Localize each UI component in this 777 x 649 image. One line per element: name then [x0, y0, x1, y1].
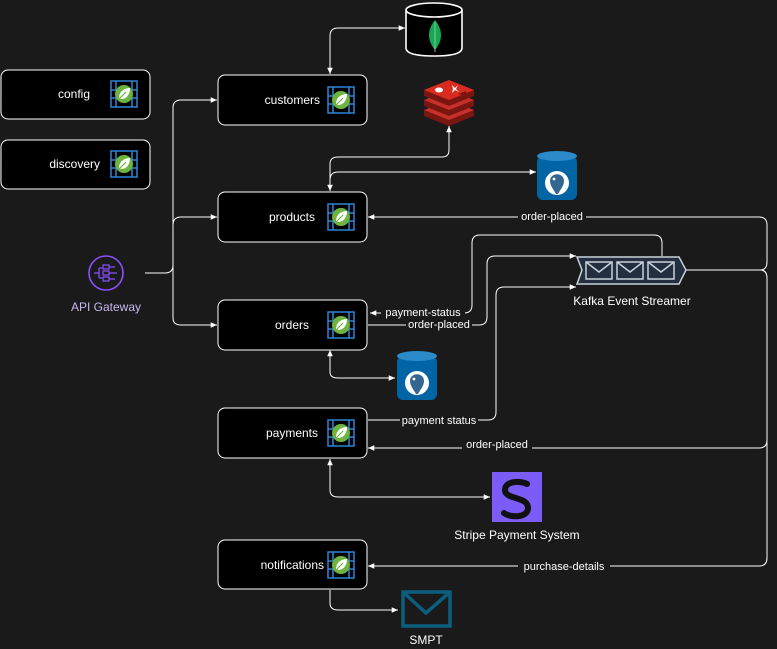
mail-icon — [401, 590, 452, 628]
edge-customers-mongodb — [327, 25, 405, 74]
edge-kafka-notifications — [368, 440, 768, 569]
api-gateway-label: API Gateway — [71, 300, 141, 314]
edge-label-order-placed-products: order-placed — [521, 211, 583, 223]
service-notifications[interactable]: notifications — [217, 539, 368, 590]
api-gateway-icon — [88, 255, 124, 291]
redis-icon — [424, 80, 474, 126]
stripe-label: Stripe Payment System — [454, 528, 579, 542]
edge-products-postgres — [329, 169, 536, 181]
edge-kafka-payments — [368, 269, 768, 451]
edge-label-payment-status-orders: payment-status — [385, 307, 461, 319]
kafka-label: Kafka Event Streamer — [573, 294, 690, 308]
service-customers[interactable]: customers — [217, 74, 368, 126]
service-orders[interactable]: orders — [217, 299, 368, 351]
service-customers-label: customers — [265, 93, 320, 107]
service-notifications-label: notifications — [261, 558, 324, 572]
edge-label-order-placed-payments: order-placed — [466, 439, 528, 451]
edge-payments-stripe — [327, 459, 490, 500]
mongodb-icon — [405, 2, 463, 57]
edge-orders-postgres — [327, 350, 395, 381]
postgresql-icon — [397, 351, 437, 400]
edge-kafka-orders — [370, 234, 663, 316]
kafka-event-streamer[interactable]: Kafka Event Streamer — [573, 256, 691, 308]
edge-gateway-customers — [145, 97, 217, 274]
service-discovery[interactable]: discovery — [0, 139, 151, 190]
service-products[interactable]: products — [217, 191, 368, 243]
service-payments-label: payments — [266, 426, 318, 440]
edge-notifications-smtp — [329, 590, 398, 613]
service-orders-label: orders — [275, 318, 309, 332]
edge-orders-kafka — [368, 253, 576, 326]
mongodb-database[interactable] — [405, 2, 463, 57]
stripe-icon — [492, 472, 542, 522]
products-postgres-database[interactable] — [537, 151, 577, 200]
service-payments[interactable]: payments — [217, 407, 368, 459]
orders-postgres-database[interactable] — [397, 351, 437, 400]
api-gateway[interactable]: API Gateway — [71, 255, 141, 314]
stripe-payment-system[interactable]: Stripe Payment System — [454, 472, 580, 542]
smtp-server[interactable]: SMPT — [401, 590, 452, 647]
service-config-label: config — [58, 87, 90, 101]
service-products-label: products — [269, 210, 315, 224]
edge-gateway-orders — [172, 265, 217, 328]
edge-products-redis — [327, 126, 452, 191]
edge-label-payment-status-payments: payment status — [402, 415, 477, 427]
edge-label-purchase-details: purchase-details — [524, 561, 605, 573]
service-config[interactable]: config — [0, 69, 151, 120]
edge-kafka-products — [368, 214, 768, 271]
kafka-queue-icon — [575, 256, 687, 285]
edge-gateway-products — [172, 214, 217, 226]
redis-cache[interactable] — [424, 80, 474, 126]
edge-label-order-placed-orders: order-placed — [408, 319, 470, 331]
edge-payments-kafka — [368, 284, 576, 421]
service-discovery-label: discovery — [49, 157, 100, 171]
smtp-label: SMPT — [409, 633, 443, 647]
postgresql-icon — [537, 151, 577, 200]
